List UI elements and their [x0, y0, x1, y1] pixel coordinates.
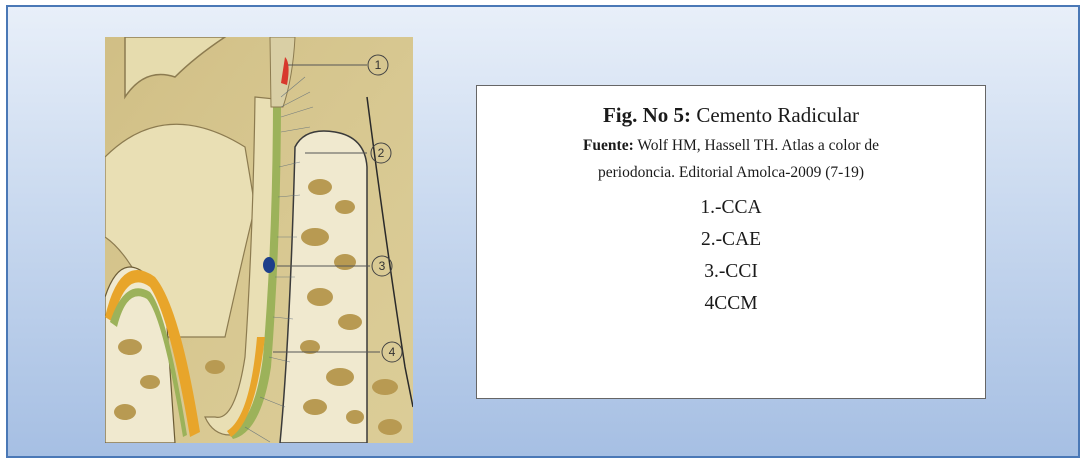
legend-item: 1.-CCA	[477, 192, 985, 224]
figure-number: Fig. No 5:	[603, 103, 691, 127]
source-label: Fuente:	[583, 137, 634, 154]
legend-item: 2.-CAE	[477, 224, 985, 256]
figure-title-text: Cemento Radicular	[696, 103, 859, 127]
source-text-line1: Wolf HM, Hassell TH. Atlas a color de	[637, 137, 879, 154]
figure-title: Fig. No 5: Cemento Radicular	[477, 100, 985, 130]
callout-2: 2	[378, 146, 385, 160]
figure-caption-box: Fig. No 5: Cemento Radicular Fuente: Wol…	[476, 85, 986, 399]
legend-item: 4CCM	[477, 288, 985, 320]
slide-frame: 1 2 3 4 Fig. No 5: Cemento Radicular Fue…	[6, 5, 1080, 458]
callout-4: 4	[389, 345, 396, 359]
legend-item: 3.-CCI	[477, 256, 985, 288]
callout-3: 3	[379, 259, 386, 273]
source-text-line2: periodoncia. Editorial Amolca-2009 (7-19…	[598, 164, 864, 181]
tooth-diagram: 1 2 3 4	[105, 37, 413, 443]
legend-list: 1.-CCA 2.-CAE 3.-CCI 4CCM	[477, 192, 985, 320]
tooth-periodontium-illustration: 1 2 3 4	[105, 37, 413, 443]
callout-1: 1	[375, 58, 382, 72]
figure-source: Fuente: Wolf HM, Hassell TH. Atlas a col…	[477, 132, 985, 186]
